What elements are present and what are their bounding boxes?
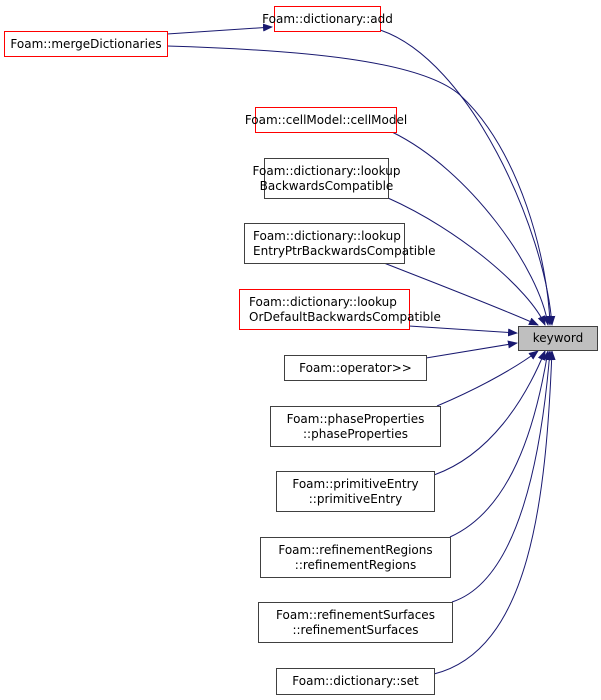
node-label: Foam::dictionary::lookup <box>253 228 401 243</box>
edge-merge-to-add <box>166 23 273 35</box>
edge-add-to-keyword <box>379 29 556 326</box>
node-label: Foam::mergeDictionaries <box>10 36 162 51</box>
node-label: ::refinementRegions <box>294 557 417 572</box>
node-label: ::phaseProperties <box>303 426 408 441</box>
node-label: BackwardsCompatible <box>259 178 394 193</box>
node-dictionary-add[interactable]: Foam::dictionary::add <box>262 6 393 32</box>
edge-surfaces-to-keyword <box>451 350 554 603</box>
node-label: keyword <box>532 331 584 345</box>
node-label: Foam::refinementSurfaces <box>276 607 435 622</box>
edge-primitive-to-keyword <box>433 350 546 476</box>
node-refinement-surfaces[interactable]: Foam::refinementSurfaces::refinementSurf… <box>258 602 453 643</box>
edge-lookupentry-to-keyword <box>383 262 539 326</box>
edge-phase-to-keyword <box>436 350 539 407</box>
node-label: EntryPtrBackwardsCompatible <box>253 243 436 258</box>
node-phase-properties[interactable]: Foam::phaseProperties::phaseProperties <box>270 406 441 447</box>
node-label: Foam::cellModel::cellModel <box>244 112 408 127</box>
node-label: Foam::refinementRegions <box>278 542 433 557</box>
node-refinement-regions[interactable]: Foam::refinementRegions::refinementRegio… <box>260 537 451 578</box>
node-dictionary-set[interactable]: Foam::dictionary::set <box>276 668 435 695</box>
edge-lookupdefault-to-keyword <box>408 325 518 337</box>
node-label: OrDefaultBackwardsCompatible <box>249 309 441 324</box>
edge-lookupbc-to-keyword <box>387 197 546 326</box>
node-label: Foam::primitiveEntry <box>292 476 419 491</box>
edge-merge-to-keyword <box>166 45 554 326</box>
node-merge-dictionaries[interactable]: Foam::mergeDictionaries <box>4 31 168 57</box>
node-operator-extract[interactable]: Foam::operator>> <box>284 355 427 381</box>
node-cellmodel[interactable]: Foam::cellModel::cellModel <box>245 107 407 133</box>
node-label: Foam::dictionary::lookup <box>249 294 397 309</box>
node-label: ::refinementSurfaces <box>292 622 419 637</box>
node-label: Foam::dictionary::add <box>262 11 393 26</box>
node-label: Foam::phaseProperties <box>286 411 425 426</box>
node-primitive-entry[interactable]: Foam::primitiveEntry::primitiveEntry <box>276 471 435 512</box>
edge-operator-to-keyword <box>425 340 518 359</box>
node-label: Foam::dictionary::lookup <box>252 163 401 178</box>
node-label: Foam::operator>> <box>299 360 412 375</box>
edge-regions-to-keyword <box>449 350 551 538</box>
node-keyword-root: keyword <box>518 326 598 351</box>
node-label: Foam::dictionary::set <box>292 674 419 688</box>
node-label: ::primitiveEntry <box>308 491 403 506</box>
edge-set-to-keyword <box>433 350 556 675</box>
edge-cellmodel-to-keyword <box>391 131 551 326</box>
